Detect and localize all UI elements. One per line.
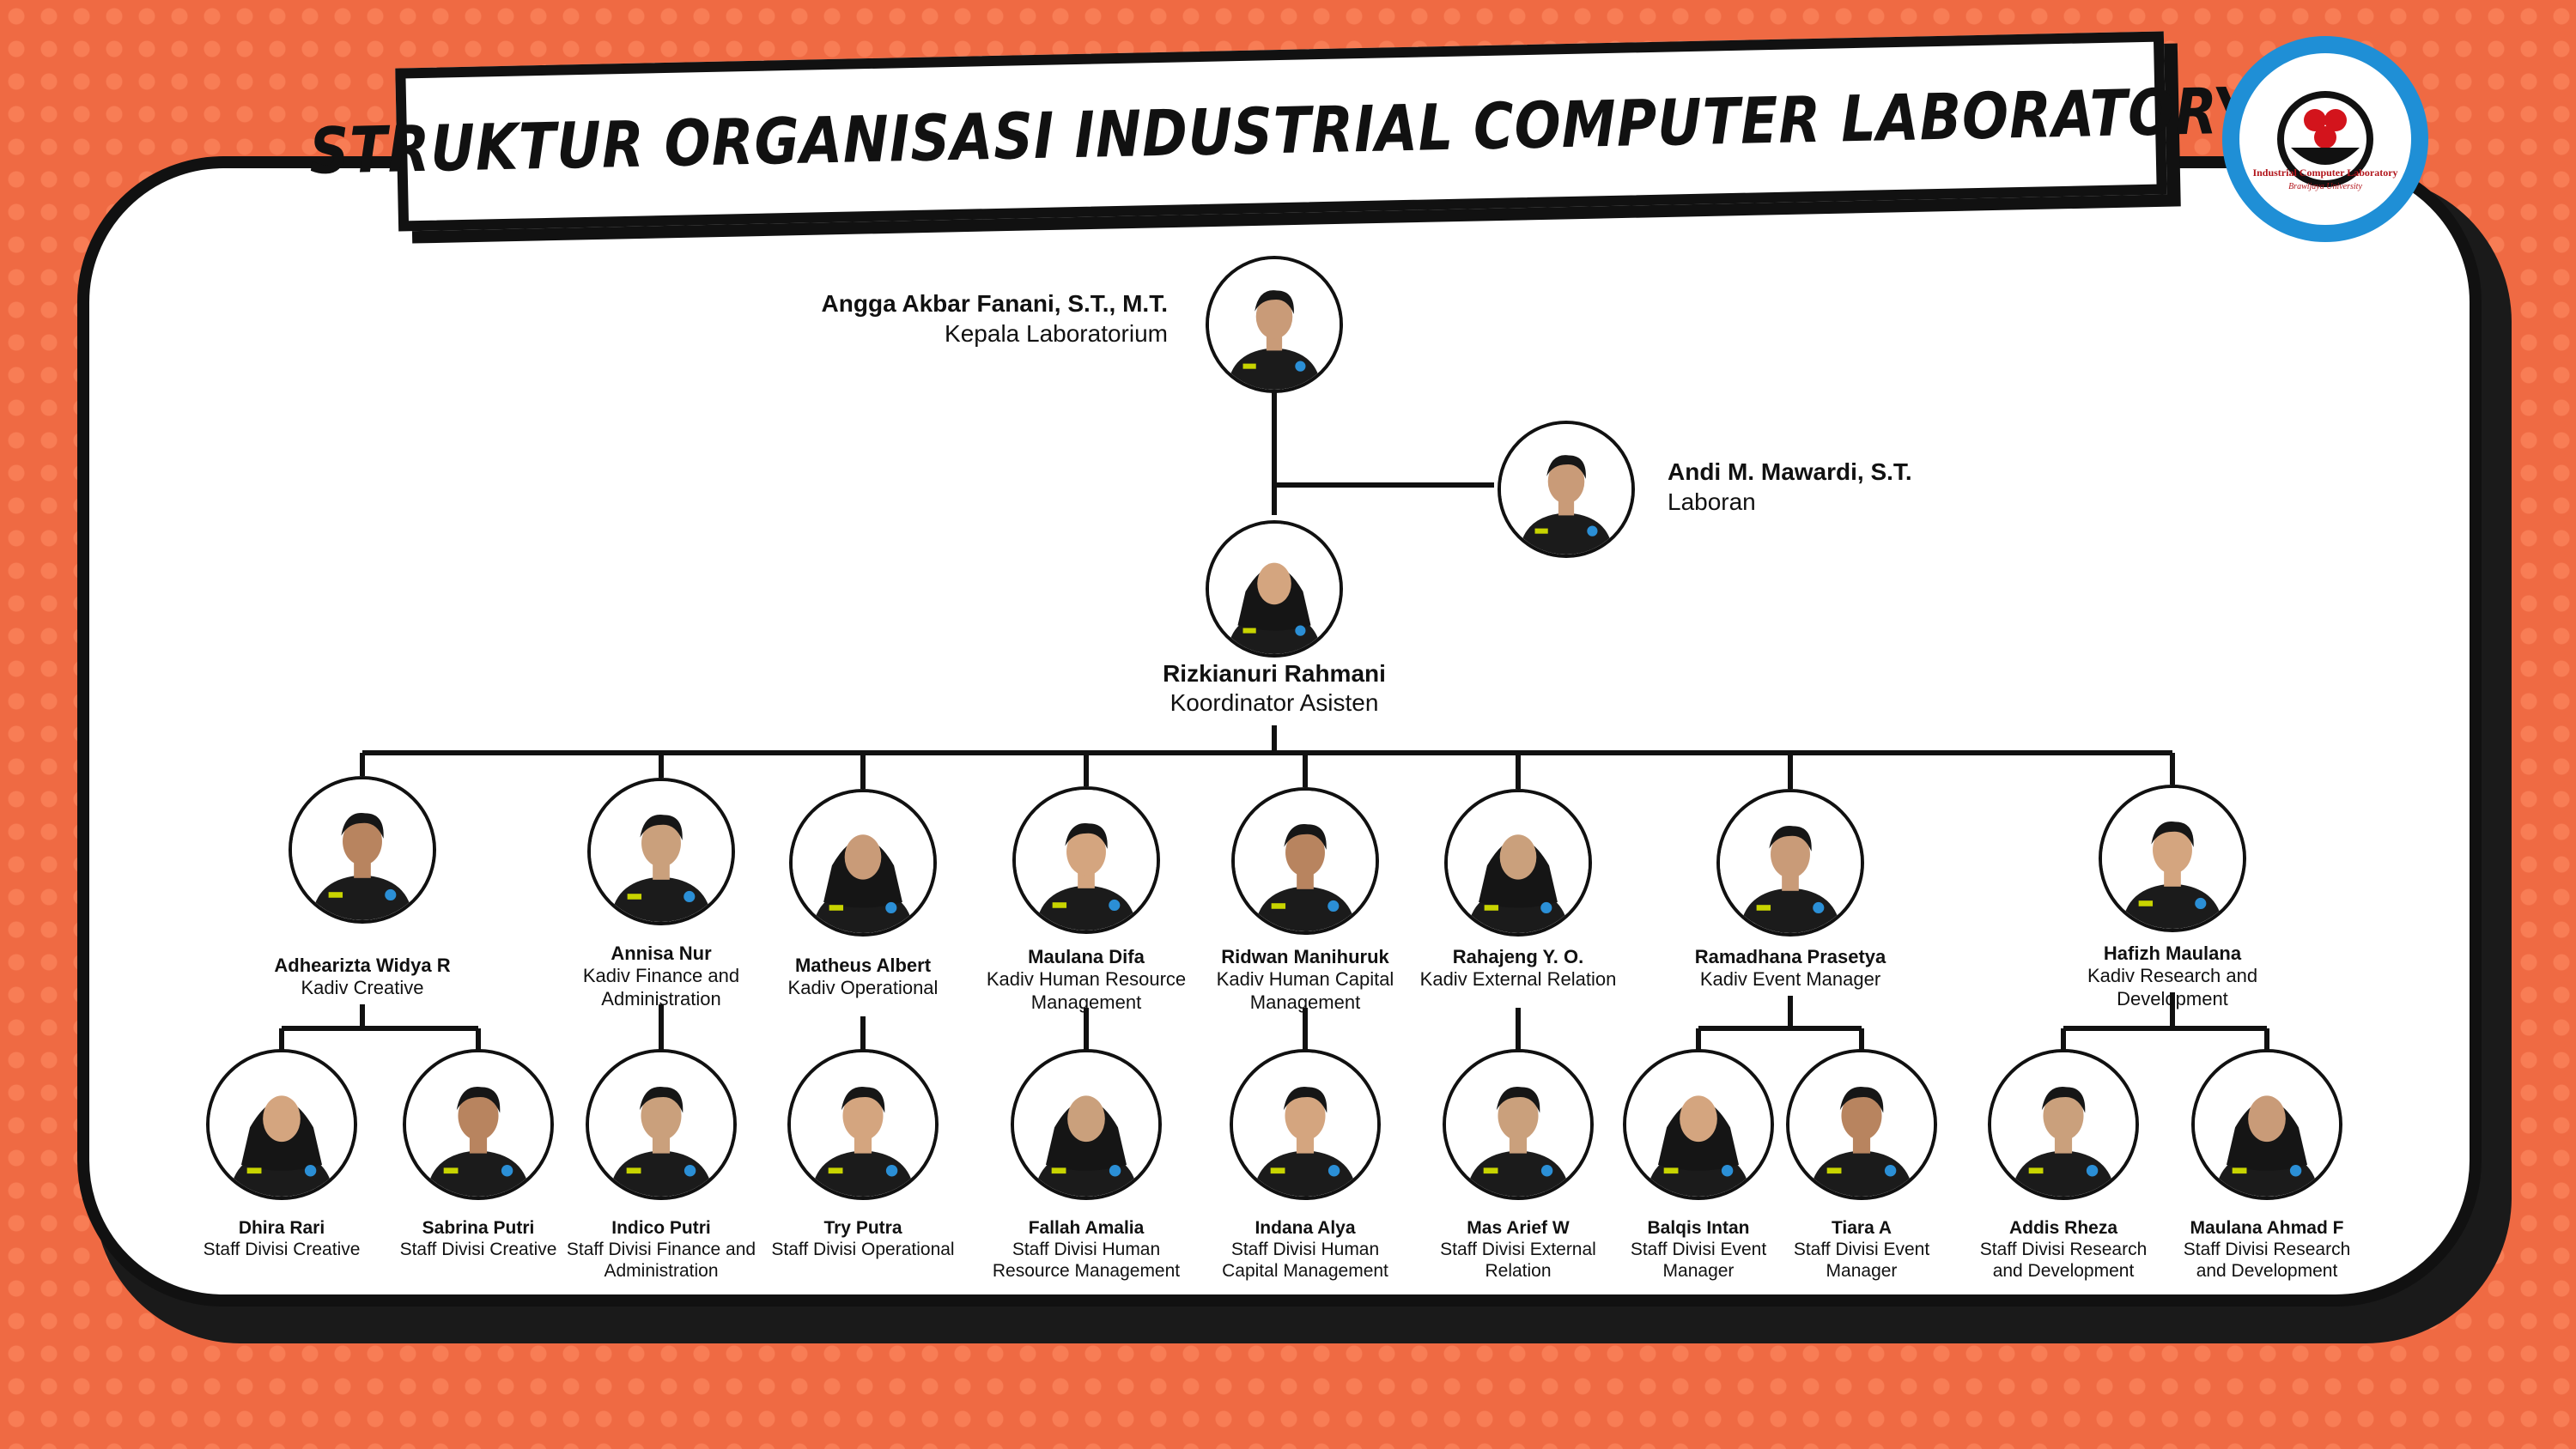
avatar-staff	[1230, 1049, 1381, 1200]
person-role: Kadiv Human Resource Management	[986, 968, 1187, 1013]
avatar-staff	[403, 1049, 554, 1200]
person-role: Kadiv Event Manager	[1699, 968, 1881, 991]
person-name: Annisa Nur	[611, 943, 712, 964]
person-role: Staff Divisi Research and Development	[2183, 1240, 2351, 1282]
person-name: Dhira Rari	[238, 1218, 325, 1238]
person-role: Kadiv External Relation	[1419, 968, 1617, 991]
person-name: Angga Akbar Fanani, S.T., M.T.	[821, 290, 1168, 317]
avatar-kadiv	[1444, 789, 1592, 937]
person-role: Laboran	[1668, 488, 1756, 515]
avatar-kepala	[1206, 256, 1343, 393]
person-name: Rizkianuri Rahmani	[1163, 660, 1386, 687]
person-role: Kadiv Operational	[787, 977, 939, 999]
avatar-laboran	[1498, 421, 1635, 558]
person-name: Try Putra	[823, 1218, 902, 1238]
logo-text: Industrial Computer Laboratory	[2252, 167, 2398, 179]
person-role: Staff Divisi Creative	[203, 1240, 361, 1260]
person-role: Staff Divisi Human Capital Management	[1222, 1240, 1388, 1282]
kadiv-label: Rahajeng Y. O.Kadiv External Relation	[1415, 946, 1621, 991]
avatar-kadiv	[1012, 786, 1160, 934]
person-name: Rahajeng Y. O.	[1452, 946, 1584, 967]
avatar-kadiv	[1716, 789, 1864, 937]
person-name: Sabrina Putri	[422, 1218, 535, 1238]
person-role: Staff Divisi Research and Development	[1979, 1240, 2148, 1282]
avatar-staff	[2191, 1049, 2342, 1200]
person-role: Kadiv Research and Development	[2087, 965, 2258, 1009]
person-name: Addis Rheza	[2008, 1218, 2118, 1238]
person-role: Kadiv Creative	[301, 977, 424, 999]
person-name: Fallah Amalia	[1028, 1218, 1145, 1238]
avatar-koordinator	[1206, 520, 1343, 658]
avatar-staff	[1988, 1049, 2139, 1200]
lab-logo: Industrial Computer Laboratory Brawijaya…	[2222, 36, 2428, 242]
person-role: Staff Divisi Creative	[399, 1240, 557, 1260]
person-role: Staff Divisi Operational	[771, 1240, 955, 1260]
avatar-kadiv	[1231, 787, 1379, 935]
person-name: Andi M. Mawardi, S.T.	[1668, 458, 1912, 485]
person-name: Indico Putri	[611, 1218, 711, 1238]
logo-emblem: Industrial Computer Laboratory Brawijaya…	[2239, 53, 2411, 225]
person-role: Kadiv Finance and Administration	[582, 965, 740, 1009]
avatar-kadiv	[587, 778, 735, 925]
person-name: Ramadhana Prasetya	[1694, 946, 1886, 967]
avatar-kadiv	[289, 776, 436, 924]
person-role: Kadiv Human Capital Management	[1216, 968, 1394, 1013]
avatar-kadiv	[789, 789, 937, 937]
laboran-label: Andi M. Mawardi, S.T. Laboran	[1668, 457, 2097, 517]
avatar-kadiv	[2099, 785, 2246, 932]
logo-subtext: Brawijaya University	[2288, 182, 2362, 191]
logo-mark-icon	[2277, 91, 2373, 187]
avatar-staff	[1011, 1049, 1162, 1200]
person-role: Staff Divisi Event Manager	[1630, 1240, 1767, 1282]
person-name: Hafizh Maulana	[2103, 943, 2242, 964]
avatar-staff	[586, 1049, 737, 1200]
avatar-staff	[1443, 1049, 1594, 1200]
person-name: Mas Arief W	[1467, 1218, 1570, 1238]
head-label: Angga Akbar Fanani, S.T., M.T. Kepala Lab…	[592, 288, 1168, 349]
avatar-staff	[206, 1049, 357, 1200]
person-name: Maulana Ahmad F	[2190, 1218, 2344, 1238]
person-role: Staff Divisi Event Manager	[1793, 1240, 1930, 1282]
avatar-staff	[1786, 1049, 1937, 1200]
person-name: Matheus Albert	[794, 955, 932, 976]
person-name: Ridwan Manihuruk	[1221, 946, 1389, 967]
person-name: Maulana Difa	[1028, 946, 1145, 967]
avatar-staff	[787, 1049, 939, 1200]
person-name: Balqis Intan	[1647, 1218, 1750, 1238]
person-role: Kepala Laboratorium	[945, 320, 1168, 347]
person-name: Indana Alya	[1255, 1218, 1356, 1238]
person-role: Staff Divisi Finance and Administration	[566, 1240, 756, 1282]
person-name: Adhearizta Widya R	[274, 955, 451, 976]
person-role: Koordinator Asisten	[1170, 688, 1379, 716]
person-name: Tiara A	[1831, 1218, 1893, 1238]
person-role: Staff Divisi External Relation	[1440, 1240, 1596, 1282]
avatar-staff	[1623, 1049, 1774, 1200]
person-role: Staff Divisi Human Resource Management	[992, 1240, 1181, 1282]
